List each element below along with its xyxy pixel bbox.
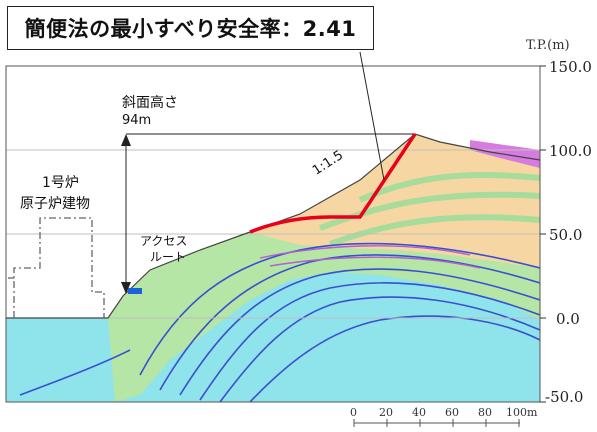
safety-factor-title-box: 簡便法の最小すべり安全率：2.41 — [7, 6, 374, 50]
slope-height-value: 94m — [122, 113, 152, 128]
scale-label-40: 40 — [412, 406, 426, 419]
scale-label-20: 20 — [379, 406, 393, 419]
elevation-axis-ticks — [540, 65, 546, 403]
reactor-building-outline — [8, 217, 105, 318]
scale-bar — [353, 419, 520, 427]
axis-tick-minus50: -50.0 — [545, 388, 584, 406]
strata-lines — [19, 242, 540, 402]
axis-unit-label: T.P.(m) — [526, 38, 570, 53]
scale-label-100m: 100m — [506, 406, 538, 419]
access-route-marker — [128, 288, 142, 294]
reactor-building-label-line2: 原子炉建物 — [20, 193, 90, 213]
axis-tick-0: 0.0 — [556, 310, 580, 328]
access-route-label-line2: ルート — [150, 250, 187, 264]
axis-tick-50: 50.0 — [549, 226, 583, 244]
scale-label-80: 80 — [478, 406, 492, 419]
safety-factor-title: 簡便法の最小すべり安全率：2.41 — [24, 17, 357, 41]
dimension-arrow-down — [121, 282, 131, 294]
geology-layers — [6, 134, 540, 402]
critical-slip-surface — [249, 133, 417, 234]
slope-height-label: 斜面高さ — [122, 95, 178, 111]
scale-label-60: 60 — [445, 406, 459, 419]
axis-tick-150: 150.0 — [549, 58, 592, 76]
access-route-label-line1: アクセス — [140, 234, 188, 248]
title-leader-line — [359, 51, 385, 181]
scale-label-0: 0 — [350, 406, 357, 419]
dimension-arrow-up — [121, 134, 131, 146]
reactor-building-label-line1: 1号炉 — [42, 172, 79, 192]
axis-tick-100: 100.0 — [549, 142, 592, 160]
purple-strata — [259, 245, 481, 269]
